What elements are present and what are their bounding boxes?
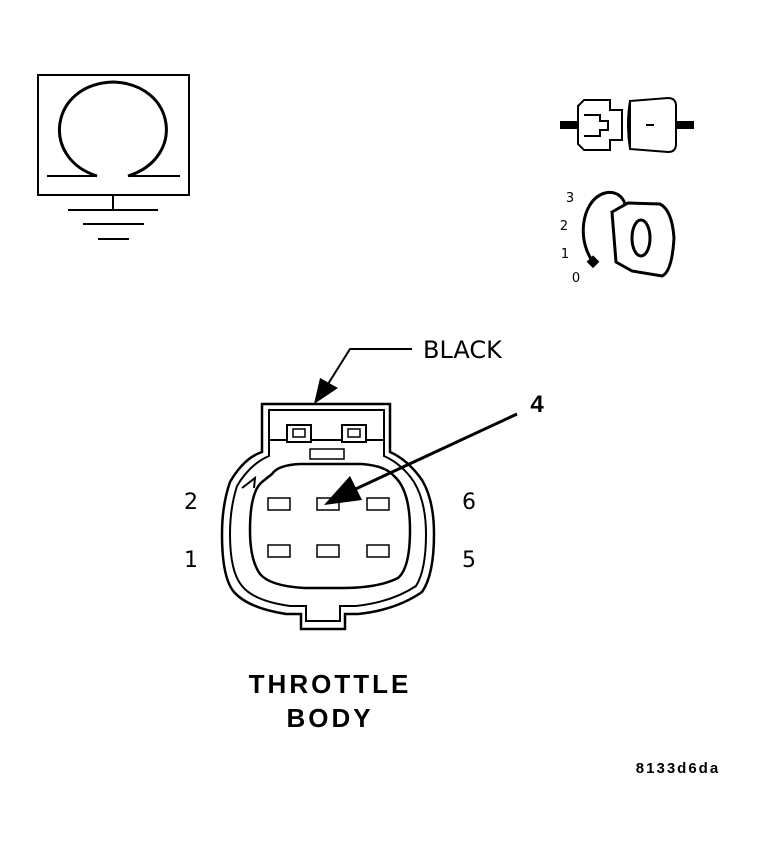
pin-callout: 4 <box>324 391 544 505</box>
ohmmeter-ground-icon <box>37 74 190 240</box>
pin-number-2: 2 <box>184 490 198 515</box>
pin-callout-label: 4 <box>530 391 544 418</box>
pin-cavity <box>366 544 390 558</box>
pin-cavity <box>267 544 291 558</box>
pin-cavity <box>267 497 291 511</box>
disconnect-connector-icon <box>560 96 694 154</box>
key-position-3: 3 <box>566 191 574 206</box>
figure-id: 8133d6da <box>636 760 720 777</box>
component-name-line1: THROTTLE <box>249 669 412 699</box>
pin-cavity <box>316 497 340 511</box>
key-position-0: 0 <box>572 271 580 286</box>
pin-cavity <box>316 544 340 558</box>
pin-number-5: 5 <box>462 548 476 573</box>
color-callout: BLACK <box>314 336 503 404</box>
pin-cavity <box>366 497 390 511</box>
key-position-2: 2 <box>560 219 568 234</box>
color-label: BLACK <box>423 336 503 364</box>
component-name-line2: BODY <box>286 703 373 733</box>
connector-face <box>220 402 436 631</box>
pin-number-6: 6 <box>462 490 476 515</box>
pin-number-1: 1 <box>184 548 198 573</box>
key-position-1: 1 <box>561 247 569 262</box>
ignition-key-off-icon: 3 2 1 0 <box>560 190 676 286</box>
